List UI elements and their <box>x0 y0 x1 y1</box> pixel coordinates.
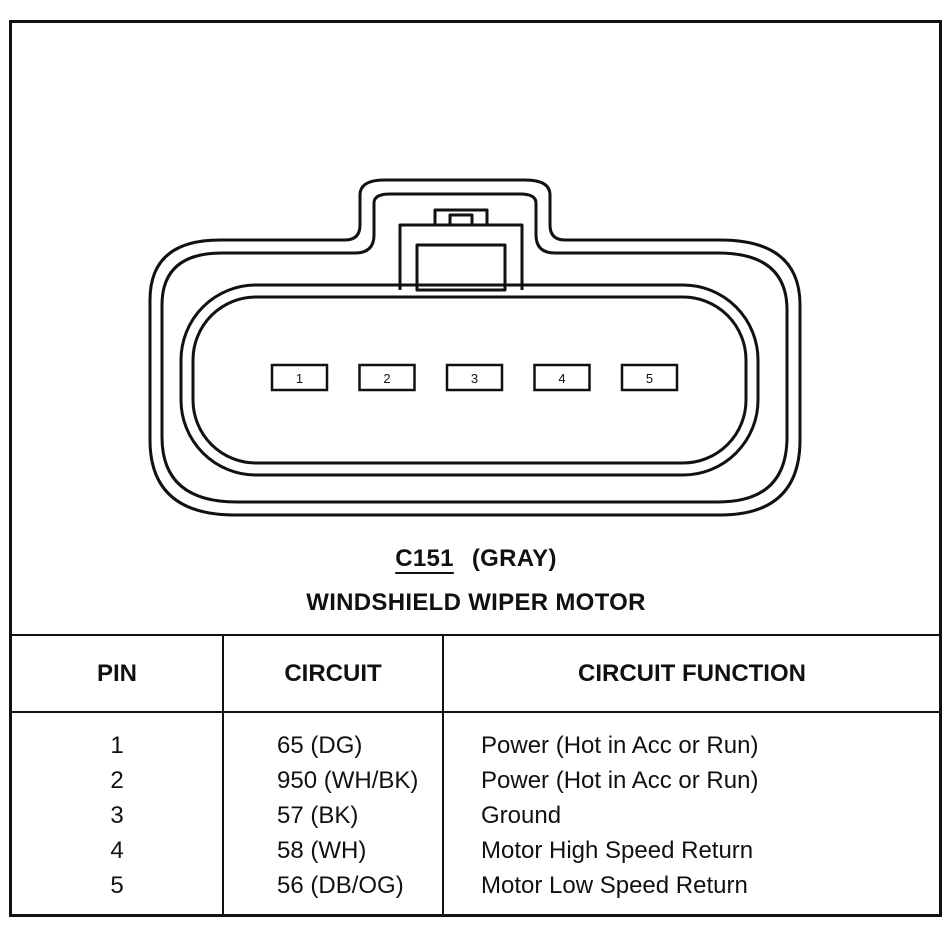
pin-number-label: 5 <box>646 371 653 386</box>
table-column-divider <box>442 636 444 917</box>
connector-caption: C151 (GRAY) <box>0 545 952 573</box>
pin-terminal <box>358 363 416 392</box>
pin-terminal <box>445 363 504 392</box>
header-pin: PIN <box>96 660 137 687</box>
table-cell-circuit: 56 (DB/OG) <box>277 872 404 899</box>
pin-number-label: 2 <box>383 371 390 386</box>
locking-tab-inner <box>415 243 507 292</box>
pin-number-label: 3 <box>471 371 478 386</box>
pin-terminals: 1 2 3 4 5 <box>270 363 679 392</box>
pin-number-label: 1 <box>296 371 303 386</box>
table-column-divider <box>222 636 224 917</box>
table-cell-circuit: 58 (WH) <box>277 837 367 864</box>
connector-id: C151 <box>395 545 454 572</box>
table-cell-circuit: 950 (WH/BK) <box>277 767 419 794</box>
table-cell-pin: 5 <box>110 872 124 899</box>
pin-terminal <box>270 363 329 392</box>
table-cell-function: Motor High Speed Return <box>481 837 754 864</box>
connector-cavity-inner <box>191 295 748 465</box>
diagram-frame <box>9 20 942 917</box>
table-cell-function: Power (Hot in Acc or Run) <box>481 732 759 759</box>
pin-terminal <box>620 363 679 392</box>
table-cell-circuit: 65 (DG) <box>277 732 363 759</box>
pin-terminal <box>533 363 591 392</box>
function-column: Power (Hot in Acc or Run) Power (Hot in … <box>481 728 758 903</box>
table-cell-pin: 4 <box>110 837 124 864</box>
connector-face-drawing: 1 2 3 4 5 <box>148 178 802 517</box>
table-cell-pin: 3 <box>110 802 124 829</box>
header-circuit-function: CIRCUIT FUNCTION <box>578 660 806 687</box>
table-cell-pin: 2 <box>110 767 124 794</box>
connector-cavity-outer <box>179 283 760 477</box>
connector-outer-shell <box>148 178 802 517</box>
table-header-divider <box>9 711 942 713</box>
table-cell-circuit: 57 (BK) <box>277 802 359 829</box>
locking-tab-top <box>433 208 489 227</box>
pin-number-label: 4 <box>558 371 565 386</box>
connector-color: (GRAY) <box>471 545 557 572</box>
table-cell-pin: 1 <box>110 732 124 759</box>
connector-name: WINDSHIELD WIPER MOTOR <box>306 589 646 616</box>
table-cell-function: Power (Hot in Acc or Run) <box>481 767 759 794</box>
pin-column: 1 2 3 4 5 <box>12 728 222 903</box>
circuit-column: 65 (DG) 950 (WH/BK) 57 (BK) 58 (WH) 56 (… <box>277 728 418 903</box>
header-circuit: CIRCUIT <box>284 660 382 687</box>
table-cell-function: Ground <box>481 802 562 829</box>
connector-shell-inner-edge <box>160 192 789 504</box>
table-cell-function: Motor Low Speed Return <box>481 872 748 899</box>
table-top-border <box>9 634 942 636</box>
